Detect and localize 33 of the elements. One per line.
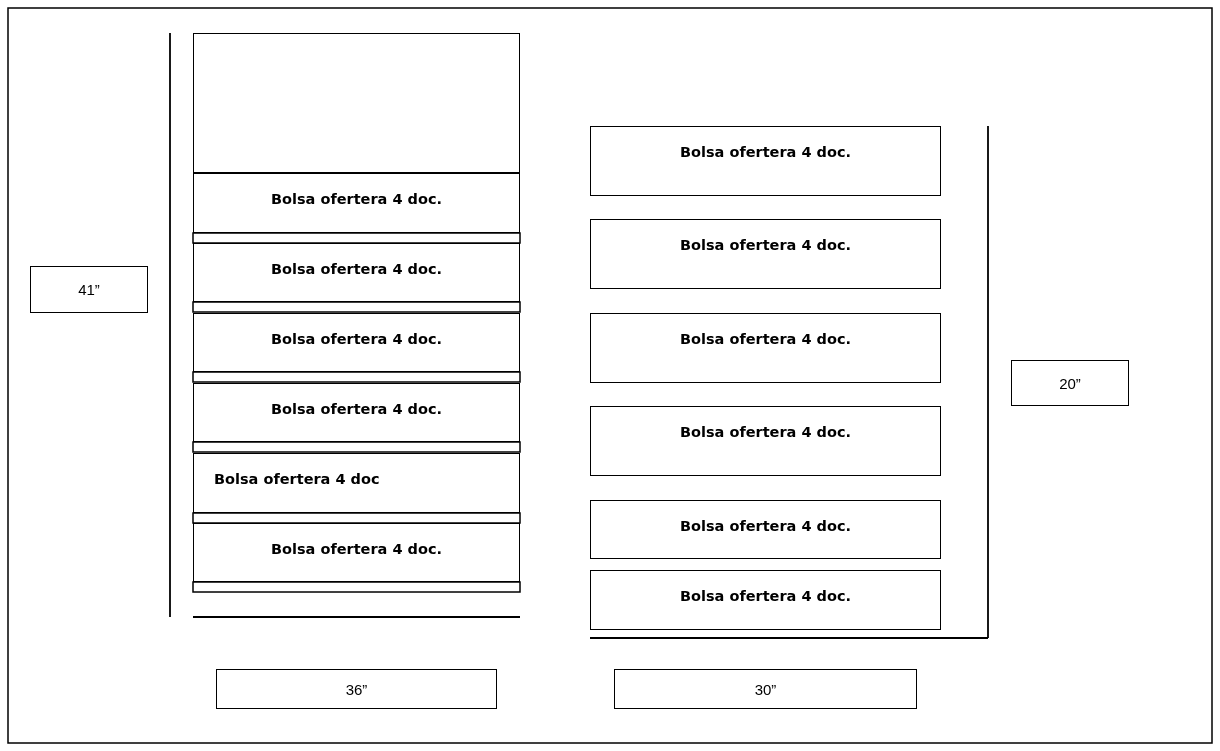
- pocket-label: Bolsa ofertera 4 doc.: [679, 588, 851, 604]
- dimension-label: 30”: [754, 680, 777, 698]
- pocket-label: Bolsa ofertera 4 doc.: [270, 261, 442, 277]
- pocket-label: Bolsa ofertera 4 doc.: [270, 191, 442, 207]
- pocket-label: Bolsa ofertera 4 doc.: [270, 541, 442, 557]
- pocket-label: Bolsa ofertera 4 doc.: [679, 331, 851, 347]
- dimension-box: [30, 266, 148, 313]
- pocket-box: [193, 453, 520, 513]
- pocket-label: Bolsa ofertera 4 doc.: [679, 518, 851, 534]
- pocket-box: [590, 500, 941, 559]
- dimension-label: 20”: [1059, 374, 1081, 392]
- dimension-box: [1011, 360, 1129, 406]
- pocket-box: [193, 383, 520, 442]
- pocket-box: [590, 313, 941, 383]
- dimension-label: 41”: [78, 281, 100, 298]
- pocket-box: [590, 219, 941, 289]
- pocket-label: Bolsa ofertera 4 doc.: [679, 237, 851, 253]
- pocket-box: [193, 523, 520, 582]
- pocket-box: [590, 406, 941, 476]
- pocket-box: [590, 126, 941, 196]
- pocket-label: Bolsa ofertera 4 doc.: [270, 331, 442, 347]
- pocket-label: Bolsa ofertera 4 doc.: [679, 424, 851, 440]
- pocket-box: [193, 243, 520, 302]
- pocket-box: [193, 173, 520, 233]
- pocket-label: Bolsa ofertera 4 doc: [214, 471, 380, 487]
- dimension-label: 36”: [345, 680, 368, 698]
- pocket-label: Bolsa ofertera 4 doc.: [270, 401, 442, 417]
- dimension-box: [216, 669, 497, 709]
- dimension-box: [614, 669, 917, 709]
- pocket-box: [590, 570, 941, 630]
- empty-box: [193, 33, 520, 173]
- pocket-box: [193, 313, 520, 372]
- pocket-label: Bolsa ofertera 4 doc.: [679, 144, 851, 160]
